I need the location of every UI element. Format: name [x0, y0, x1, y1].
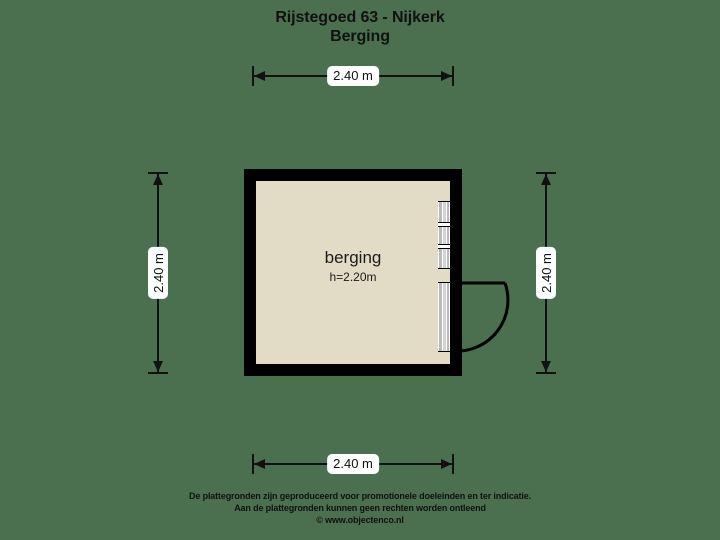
disclaimer: De plattegronden zijn geproduceerd voor …	[0, 490, 720, 526]
door-icon	[438, 282, 450, 352]
dimension-bottom-label: 2.40 m	[327, 454, 379, 474]
window-icon	[438, 201, 450, 269]
room-berging	[256, 181, 450, 364]
disclaimer-line-1: De plattegronden zijn geproduceerd voor …	[189, 491, 531, 501]
room-name-label: berging	[324, 248, 382, 267]
dimension-right: 2.40 m	[530, 172, 562, 374]
dimension-left-label: 2.40 m	[148, 247, 168, 299]
page-title: Rijstegoed 63 - Nijkerk Berging	[0, 8, 720, 46]
floor-plan-drawing: berging h=2.20m	[244, 169, 510, 376]
window-mullion	[438, 244, 450, 249]
disclaimer-copyright: © www.objectenco.nl	[316, 515, 404, 525]
dimension-right-label: 2.40 m	[536, 247, 556, 299]
dimension-bottom: 2.40 m	[252, 450, 454, 478]
dimension-left: 2.40 m	[142, 172, 174, 374]
dimension-top: 2.40 m	[252, 62, 454, 90]
window-mullion	[438, 222, 450, 227]
room-label-group: berging h=2.20m	[256, 247, 450, 285]
dimension-top-label: 2.40 m	[327, 66, 379, 86]
door-pane	[438, 283, 450, 351]
title-floor-name: Berging	[330, 28, 390, 45]
door-swing-icon	[450, 281, 510, 353]
window-pane	[438, 202, 450, 268]
title-address: Rijstegoed 63 - Nijkerk	[275, 9, 445, 26]
disclaimer-line-2: Aan de plattegronden kunnen geen rechten…	[234, 503, 486, 513]
room-height-label: h=2.20m	[329, 270, 377, 284]
